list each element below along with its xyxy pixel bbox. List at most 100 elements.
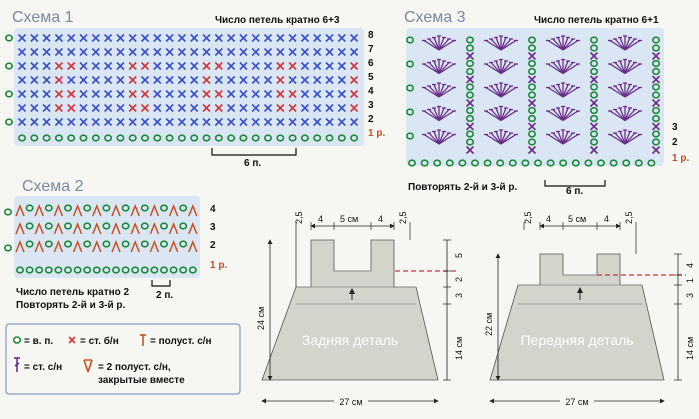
shell-fan-stitch	[546, 82, 580, 98]
back-right-dim: 5	[454, 253, 464, 258]
hdc-two-together-stitch	[130, 221, 140, 235]
chain-stitch	[169, 266, 178, 274]
chain-stitch	[508, 159, 517, 167]
chain-stitch	[651, 91, 660, 99]
single-crochet-stitch	[104, 103, 113, 113]
chain-stitch	[465, 44, 474, 52]
single-crochet-stitch	[251, 61, 260, 71]
single-crochet-stitch	[313, 61, 322, 71]
single-crochet-stitch	[17, 75, 27, 85]
single-crochet-stitch	[67, 75, 76, 85]
chain-stitch	[589, 138, 598, 146]
hdc-two-together-stitch	[92, 239, 102, 253]
single-crochet-stitch	[202, 75, 211, 85]
single-crochet-stitch	[30, 89, 39, 99]
single-crochet-stitch	[153, 103, 162, 113]
chain-stitch	[150, 266, 159, 274]
single-crochet-stitch	[116, 61, 125, 71]
chain-stitch	[30, 134, 39, 142]
scheme2-title: Схема 2	[22, 178, 84, 195]
single-crochet-stitch	[276, 47, 285, 57]
hdc-two-together-stitch	[72, 221, 83, 235]
shell-fan-stitch	[608, 105, 642, 122]
single-crochet-stitch	[153, 89, 162, 99]
single-crochet-stitch	[350, 75, 359, 85]
chain-stitch	[102, 204, 111, 212]
single-crochet-stitch	[165, 61, 174, 71]
hdc-two-together-stitch	[188, 239, 198, 253]
chain-stitch	[83, 204, 92, 212]
single-crochet-stitch	[589, 75, 599, 84]
single-crochet-stitch	[337, 89, 346, 99]
shell-fan-stitch	[422, 35, 456, 51]
single-crochet-stitch	[350, 47, 359, 57]
front-right-dim: 3	[685, 293, 695, 298]
back-width: 27 см	[339, 397, 362, 407]
single-crochet-stitch	[214, 89, 223, 99]
half-double-crochet-icon	[140, 334, 146, 346]
single-crochet-stitch	[239, 47, 248, 57]
single-crochet-stitch	[263, 47, 273, 57]
single-crochet-stitch	[202, 47, 211, 57]
row-number: 3	[672, 122, 678, 133]
single-crochet-stitch	[465, 98, 475, 108]
single-crochet-stitch	[54, 47, 63, 57]
chain-stitch	[160, 266, 169, 274]
single-crochet-stitch	[91, 33, 100, 43]
chain-stitch	[79, 134, 88, 142]
single-crochet-stitch	[337, 75, 346, 85]
single-crochet-stitch	[288, 117, 297, 127]
chain-stitch	[251, 134, 260, 142]
single-crochet-stitch	[30, 75, 39, 85]
single-crochet-stitch	[589, 122, 599, 131]
shell-fan-stitch	[608, 129, 642, 145]
hdc-two-together-stitch	[15, 221, 25, 235]
single-crochet-stitch	[651, 75, 661, 84]
single-crochet-stitch	[325, 47, 334, 57]
chain-stitch	[433, 159, 442, 167]
chain-stitch	[54, 134, 63, 142]
single-crochet-stitch	[263, 61, 273, 71]
single-crochet-stitch	[54, 75, 63, 85]
single-crochet-stitch	[165, 33, 174, 43]
chain-stitch	[112, 266, 121, 274]
single-crochet-stitch	[325, 61, 334, 71]
hdc-two-together-stitch	[72, 203, 83, 217]
single-crochet-stitch	[239, 103, 248, 113]
single-crochet-stitch	[91, 103, 100, 113]
chain-stitch	[546, 159, 555, 167]
row-number: 5	[368, 72, 374, 83]
single-crochet-stitch	[190, 47, 199, 57]
single-crochet-stitch	[313, 103, 322, 113]
chain-stitch	[527, 83, 536, 91]
chain-stitch	[651, 67, 660, 76]
chain-stitch	[276, 134, 285, 142]
scheme1-repeat-label: 6 п.	[244, 158, 261, 169]
chain-stitch	[465, 36, 474, 44]
scheme3-multiple-note: Число петель кратно 6+1	[534, 15, 659, 26]
chain-stitch	[407, 159, 416, 167]
single-crochet-stitch	[276, 117, 285, 127]
shell-fan-stitch	[484, 35, 518, 51]
row-number: 2	[368, 114, 374, 125]
single-crochet-stitch	[140, 75, 150, 85]
chain-stitch	[313, 134, 322, 142]
front-top-dim: 4	[604, 214, 609, 224]
chain-stitch	[405, 36, 414, 44]
chain-stitch	[121, 266, 130, 274]
chain-stitch	[179, 204, 188, 212]
single-crochet-stitch	[300, 47, 309, 57]
front-right-dim: 4	[685, 263, 695, 268]
single-crochet-stitch	[214, 117, 223, 127]
single-crochet-stitch	[202, 33, 211, 43]
hdc-two-together-stitch	[149, 221, 160, 235]
chain-stitch	[300, 134, 309, 142]
single-crochet-stitch	[239, 61, 248, 71]
shell-fan-stitch	[608, 35, 642, 51]
hdc-two-together-stitch	[111, 203, 121, 217]
hdc-two-together-stitch	[168, 203, 179, 217]
single-crochet-stitch	[91, 117, 100, 127]
single-crochet-stitch	[350, 103, 359, 113]
single-crochet-stitch	[288, 103, 297, 113]
